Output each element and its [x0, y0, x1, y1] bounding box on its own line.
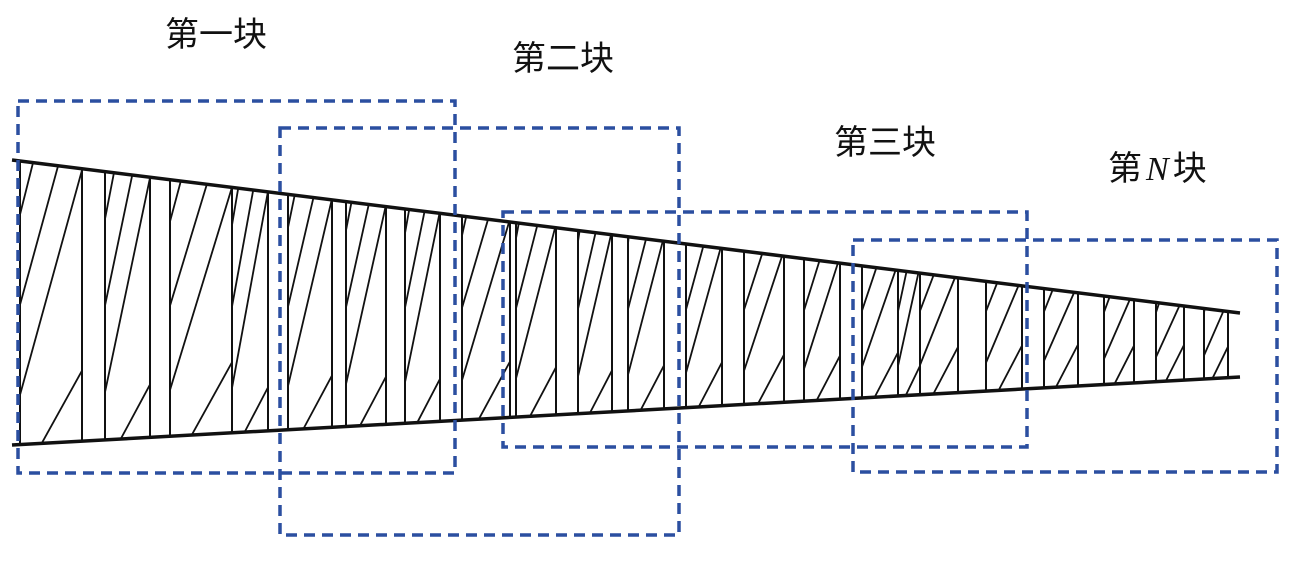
block-3-box: [501, 210, 1029, 449]
hatch-line: [529, 366, 557, 417]
hatch-line: [919, 274, 935, 312]
hatch-line: [1043, 291, 1076, 362]
block-2-label: 第二块: [512, 39, 614, 79]
hatch-line: [169, 184, 208, 307]
hatch-line: [345, 206, 387, 385]
hatch-line: [478, 361, 511, 420]
hatch-line: [302, 375, 333, 430]
hatch-line: [757, 354, 785, 405]
outline-top-edge: [11, 158, 1241, 315]
hatch-line: [861, 269, 897, 368]
hatch-line: [104, 177, 151, 393]
hatch-line: [1055, 344, 1079, 388]
hatch-line: [861, 267, 878, 311]
hatch-line: [589, 370, 613, 414]
hatch-line: [697, 361, 723, 408]
hatch-line: [1103, 298, 1131, 360]
hatch-line: [345, 204, 370, 308]
hatch-line: [287, 197, 315, 308]
hatch-line: [577, 234, 612, 377]
hatch-line: [404, 211, 426, 308]
hatch-line: [743, 255, 783, 372]
hatch-line: [461, 219, 489, 309]
hatch-line: [1155, 305, 1181, 358]
hatch-line: [231, 191, 269, 389]
hatch-line: [815, 355, 841, 401]
block-1-label: 第一块: [165, 15, 267, 55]
hatch-line: [743, 253, 764, 311]
hatch-line: [169, 187, 233, 391]
hatch-line: [243, 386, 269, 433]
hatch-line: [639, 365, 665, 411]
block-n-box: [851, 238, 1279, 474]
hatch-line: [231, 189, 255, 307]
block-1-box: [16, 99, 457, 475]
hatch-line: [1043, 289, 1054, 313]
hatch-line: [40, 370, 83, 444]
hatch-line: [577, 232, 597, 310]
block-n-suffix: 块: [1172, 149, 1207, 189]
hatch-line: [104, 172, 115, 220]
hatch-line: [803, 262, 839, 370]
hatch-line: [1113, 345, 1135, 385]
outline-bottom-edge: [11, 375, 1241, 447]
hatch-line: [190, 361, 233, 436]
hatch-line: [932, 346, 959, 395]
block-n-prefix: 第: [1108, 149, 1142, 189]
hatch-line: [1211, 346, 1229, 379]
tapered-outline: [11, 158, 1241, 447]
hatch-line: [919, 277, 956, 366]
block-3-label: 第三块: [834, 123, 936, 163]
hatch-line: [685, 245, 705, 310]
block-2-box: [278, 126, 681, 537]
hatch-line: [169, 180, 182, 222]
block-boxes: [16, 99, 1279, 537]
hatch-line: [873, 352, 899, 398]
hatch-line: [685, 248, 722, 374]
hatch-line: [985, 282, 999, 312]
hatch-line: [287, 199, 333, 387]
hatch-line: [19, 162, 34, 215]
vertical-dividers: [19, 160, 1229, 445]
hatch-line: [231, 188, 240, 226]
hatch-line: [1203, 310, 1225, 356]
hatch-line: [627, 240, 664, 376]
hatch-line: [627, 238, 647, 310]
hatch-pattern: [19, 162, 1229, 444]
hatch-line: [985, 285, 1020, 364]
hatch-line: [1164, 344, 1185, 382]
hatch-line: [287, 195, 296, 228]
hatch-line: [19, 169, 83, 396]
hatch-line: [19, 165, 59, 305]
hatch-line: [359, 376, 387, 427]
hatch-line: [404, 213, 441, 383]
hatch-line: [104, 174, 134, 306]
hatch-line: [515, 225, 539, 309]
hatch-line: [515, 227, 556, 379]
hatch-line: [119, 384, 151, 440]
hatch-line: [897, 271, 908, 312]
hatch-line: [904, 365, 921, 396]
hatch-line: [897, 272, 920, 367]
hatch-line: [416, 378, 441, 423]
hatch-line: [803, 260, 821, 311]
hatch-line: [997, 345, 1023, 391]
block-n-variable: N: [1146, 151, 1169, 188]
